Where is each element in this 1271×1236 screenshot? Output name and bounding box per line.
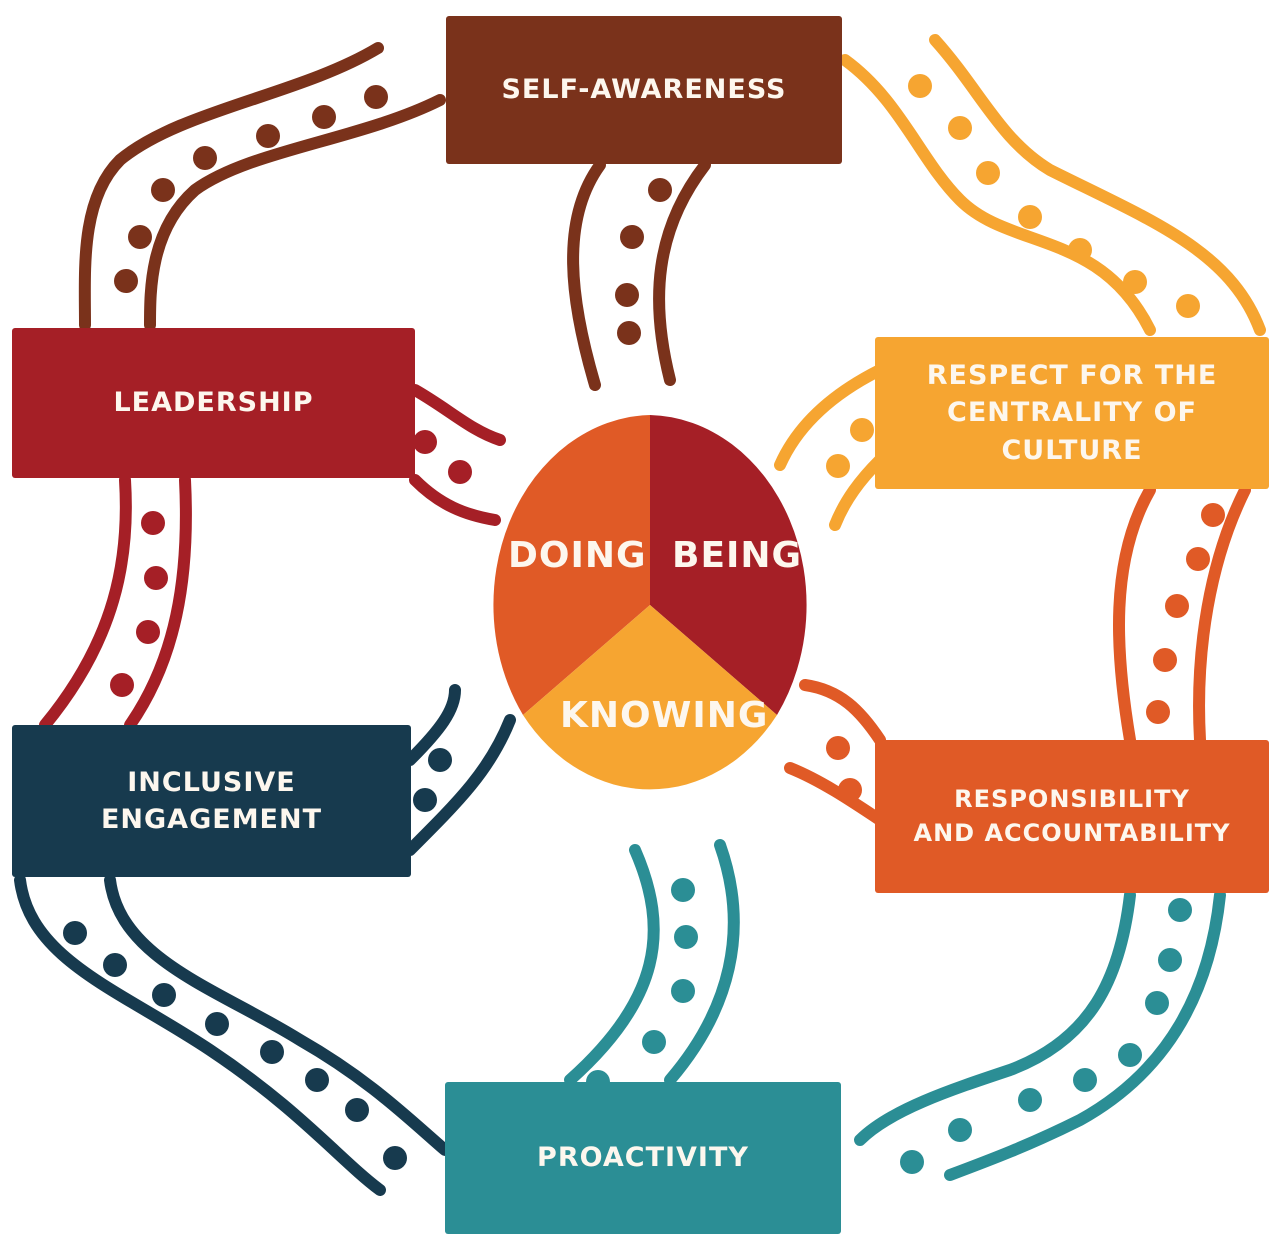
respect-label-line3: CULTURE [1001,434,1143,466]
center-circle [493,415,807,790]
self-awareness-label: SELF-AWARENESS [501,74,787,106]
responsibility-label-line2: AND ACCOUNTABILITY [913,818,1231,847]
responsibility-box: RESPONSIBILITY AND ACCOUNTABILITY [875,740,1269,893]
knowing-segment [523,605,777,790]
doing-segment [493,415,650,715]
band-self-awareness-center [567,159,711,391]
dots-respect-responsibility [1146,503,1225,724]
band-leadership-inclusive [39,474,192,731]
dots-self-awareness-respect [908,74,1200,318]
leadership-label: LEADERSHIP [113,387,314,419]
dots-respect-center [826,418,874,478]
band-self-awareness-respect [839,34,1266,336]
leadership-box: LEADERSHIP [12,328,415,478]
band-leadership-center [409,384,506,526]
dots-center-responsibility [826,736,862,802]
band-respect-center [774,364,886,531]
band-responsibility-proactivity [854,889,1226,1181]
band-self-awareness-leadership [78,42,446,331]
proactivity-label: PROACTIVITY [537,1142,749,1174]
band-inclusive-proactivity [14,874,451,1196]
proactivity-box: PROACTIVITY [445,1082,841,1234]
dots-responsibility-proactivity [900,898,1192,1174]
being-label: BEING [672,535,803,576]
self-awareness-box: SELF-AWARENESS [446,16,842,164]
dots-inclusive-proactivity [63,921,407,1170]
doing-label: DOING [508,535,647,576]
respect-label-line1: RESPECT FOR THE [926,360,1218,392]
band-inclusive-center [404,684,516,856]
knowing-label: KNOWING [560,695,769,736]
inclusive-label-line2: ENGAGEMENT [100,804,323,835]
band-center-proactivity [564,839,740,1086]
inclusive-label-line1: INCLUSIVE [127,766,296,798]
dots-leadership-center [413,430,472,484]
being-segment [650,415,807,715]
dots-self-awareness-leadership [114,85,388,293]
responsibility-label-line1: RESPONSIBILITY [954,785,1190,814]
inclusive-engagement-box: INCLUSIVE ENGAGEMENT [12,725,411,877]
dots-leadership-inclusive [110,511,168,697]
respect-label-line2: CENTRALITY OF [947,397,1197,429]
dots-self-awareness-center [615,178,672,345]
dots-inclusive-center [413,748,452,812]
band-respect-responsibility [1113,484,1251,746]
respect-box: RESPECT FOR THE CENTRALITY OF CULTURE [875,337,1269,489]
band-center-responsibility [784,679,886,826]
